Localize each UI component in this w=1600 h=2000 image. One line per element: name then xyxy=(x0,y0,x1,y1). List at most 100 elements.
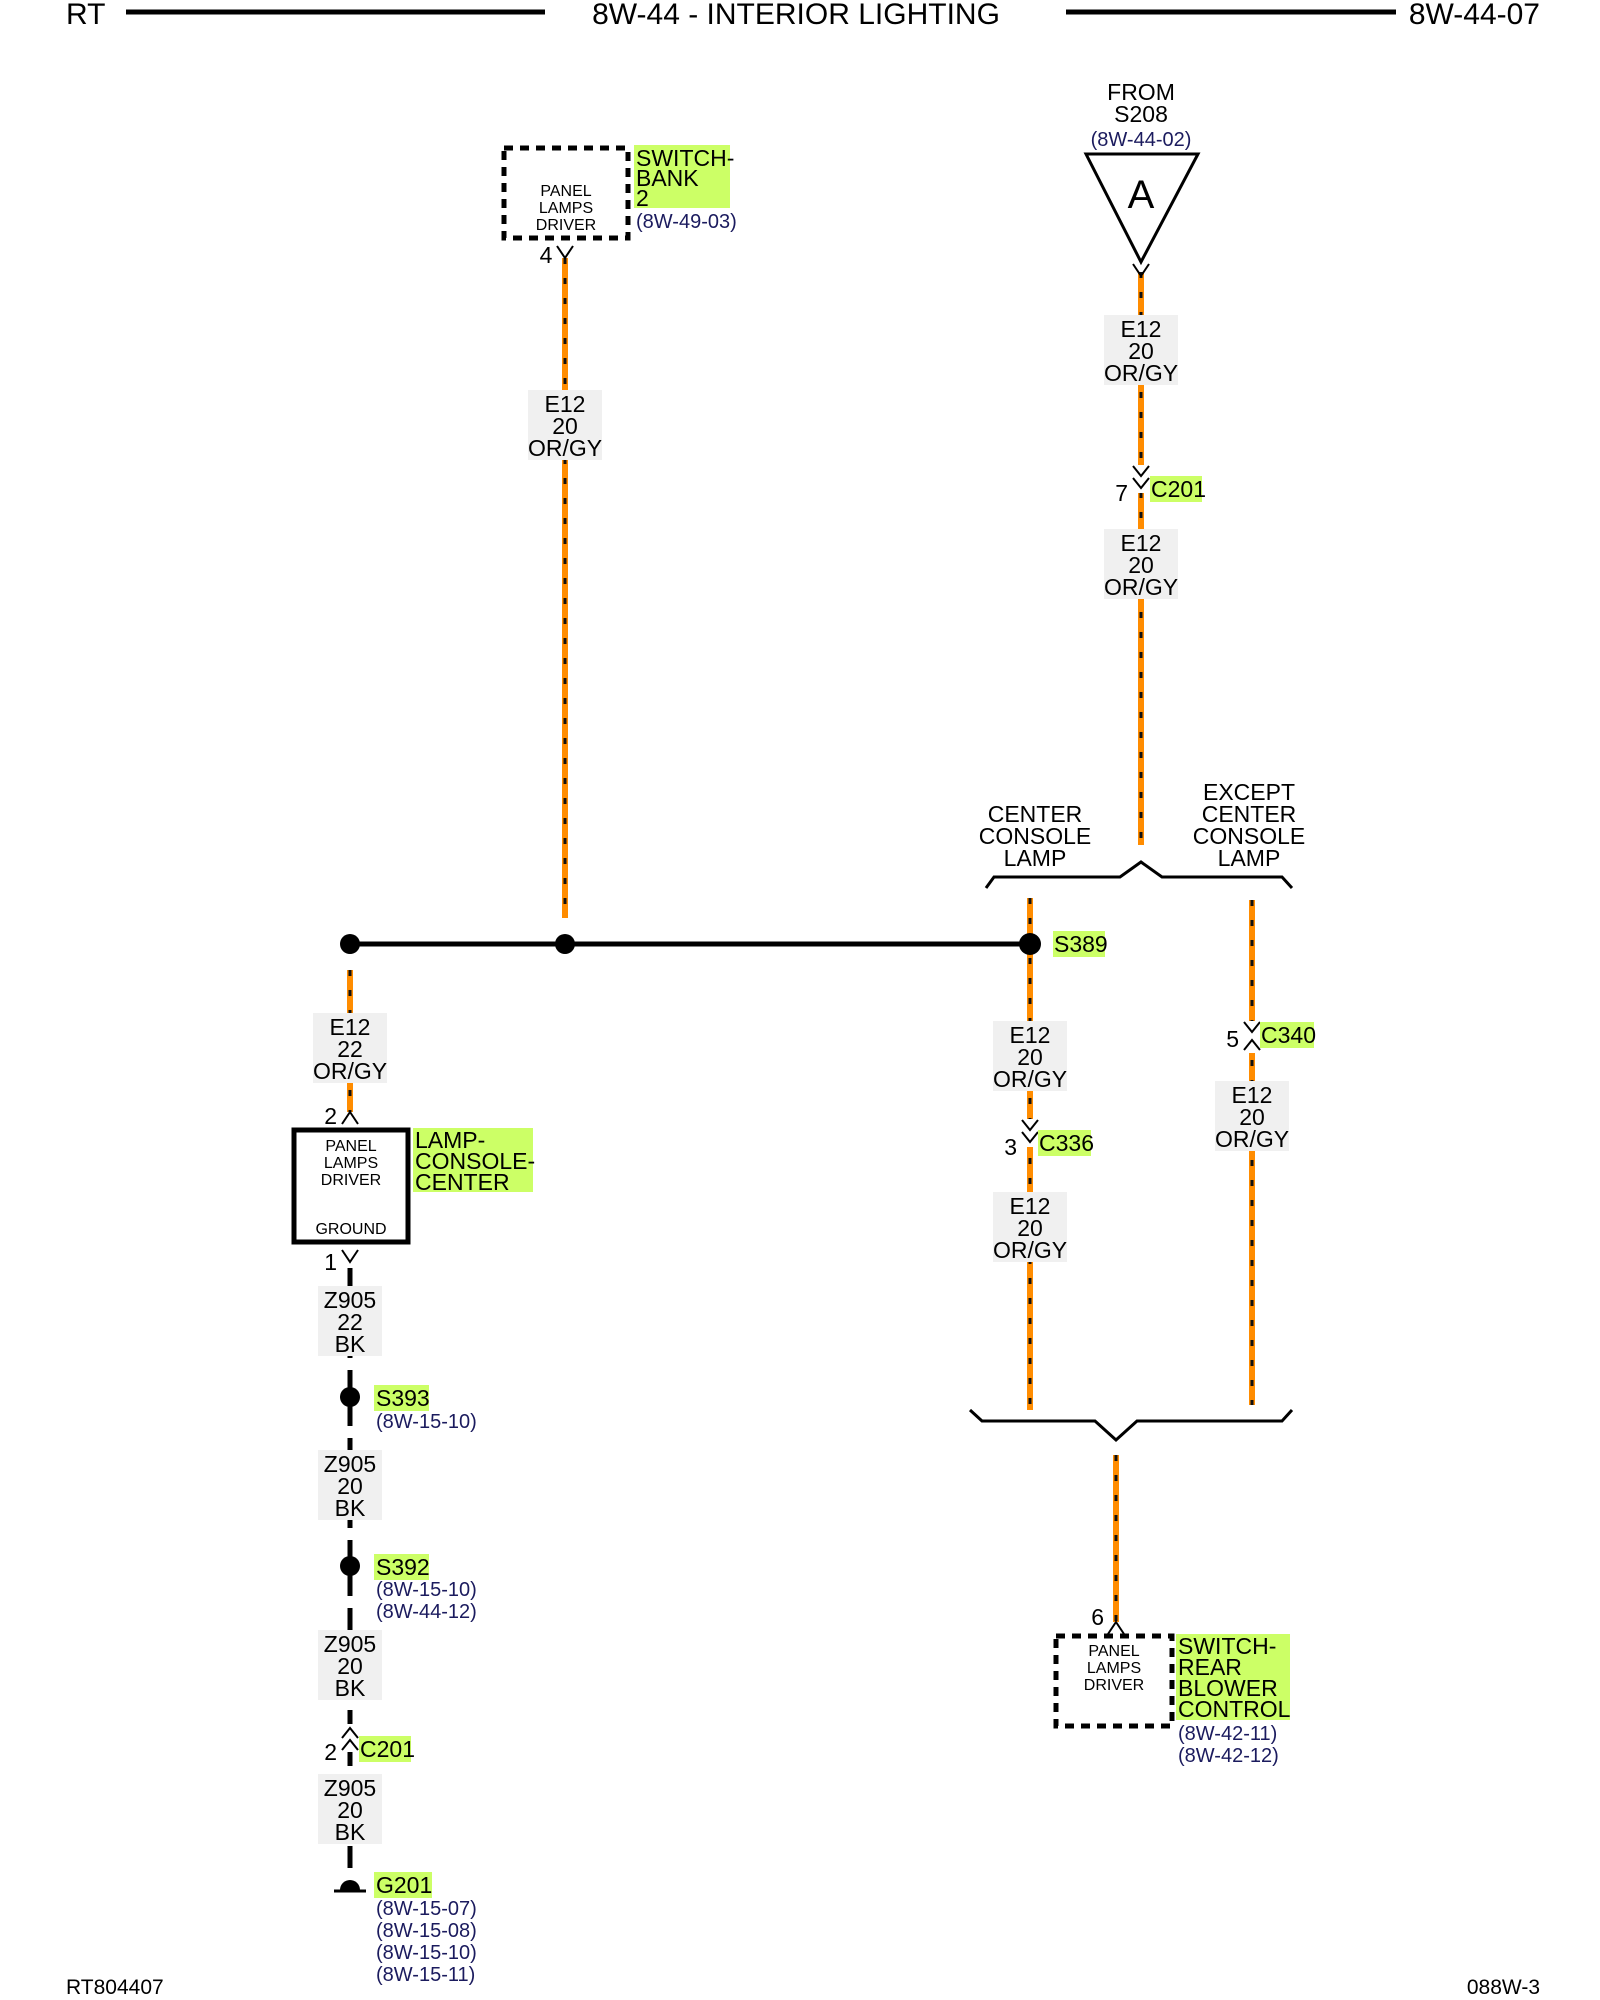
ground-symbol xyxy=(340,1880,360,1890)
switch-rear-line1: PANEL xyxy=(1088,1643,1139,1660)
w3-circuit: E12 xyxy=(1121,530,1162,556)
option-except-line3: CONSOLE xyxy=(1193,823,1305,849)
g1-gauge: 22 xyxy=(337,1309,363,1335)
option-center-line3: LAMP xyxy=(1004,845,1067,871)
w1-gauge: 20 xyxy=(552,413,578,439)
w7-circuit: E12 xyxy=(1232,1082,1273,1108)
switch-rear-line2: LAMPS xyxy=(1087,1660,1141,1677)
s392-name: S392 xyxy=(376,1554,430,1580)
switch-bank-box xyxy=(501,145,631,241)
s392-ref2: (8W-44-12) xyxy=(376,1601,477,1623)
splice-s392: S392 (8W-15-10) (8W-44-12) xyxy=(340,1554,477,1623)
g3-color: BK xyxy=(335,1675,366,1701)
wire-label-g1: Z905 22 BK xyxy=(318,1286,382,1357)
g4-circuit: Z905 xyxy=(324,1775,376,1801)
switch-rear-name1: SWITCH- xyxy=(1178,1633,1276,1659)
w6-gauge: 20 xyxy=(1017,1215,1043,1241)
w4-gauge: 22 xyxy=(337,1036,363,1062)
switch-bank-name2: BANK xyxy=(636,165,699,191)
w2-gauge: 20 xyxy=(1128,338,1154,364)
switch-rear-pin-symbol xyxy=(1107,1620,1125,1635)
c336-pin: 3 xyxy=(1004,1134,1017,1160)
w6-circuit: E12 xyxy=(1010,1193,1051,1219)
wire-label-g3: Z905 20 BK xyxy=(318,1630,382,1701)
g201-name: G201 xyxy=(376,1872,432,1898)
connector-a-letter: A xyxy=(1128,173,1155,217)
option-brace-bottom xyxy=(968,1408,1294,1443)
c201-bottom-pin: 2 xyxy=(324,1739,337,1765)
from-label: FROM xyxy=(1107,79,1175,105)
wire-label-w5: E12 20 OR/GY xyxy=(993,1021,1067,1092)
w2-circuit: E12 xyxy=(1121,316,1162,342)
switch-rear-ref2: (8W-42-12) xyxy=(1178,1745,1279,1767)
option-brace-top xyxy=(984,860,1294,890)
g201-ref4: (8W-15-11) xyxy=(376,1964,475,1986)
s389-name: S389 xyxy=(1054,931,1108,957)
w3-color: OR/GY xyxy=(1104,574,1178,600)
switch-rear-ref1: (8W-42-11) xyxy=(1178,1723,1277,1745)
wire-label-w3: E12 20 OR/GY xyxy=(1104,529,1178,600)
g4-color: BK xyxy=(335,1819,366,1845)
switch-bank-line3: DRIVER xyxy=(536,217,596,234)
switch-bank-name3: 2 xyxy=(636,185,649,211)
page-title: 8W-44 - INTERIOR LIGHTING xyxy=(592,0,1000,31)
lamp-console-highlight xyxy=(413,1128,533,1192)
switch-rear-name2: REAR xyxy=(1178,1654,1242,1680)
lamp-console-line3: DRIVER xyxy=(321,1172,381,1189)
switch-bank-line2: LAMPS xyxy=(539,200,593,217)
wire-label-w1: E12 20 OR/GY xyxy=(528,390,602,461)
g2-color: BK xyxy=(335,1495,366,1521)
option-center-line1: CENTER xyxy=(988,801,1083,827)
w6-color: OR/GY xyxy=(993,1237,1067,1263)
switch-bank-line1: PANEL xyxy=(540,183,591,200)
c336-name: C336 xyxy=(1039,1130,1094,1156)
bus-splice-mid xyxy=(555,934,575,954)
w3-gauge: 20 xyxy=(1128,552,1154,578)
w4-circuit: E12 xyxy=(330,1014,371,1040)
c201-bottom-name: C201 xyxy=(360,1736,415,1762)
splice-s389: S389 xyxy=(1053,931,1108,957)
w5-circuit: E12 xyxy=(1010,1022,1051,1048)
s393-name: S393 xyxy=(376,1385,430,1411)
switch-bank-pin: 4 xyxy=(540,242,553,268)
lamp-console-line1: PANEL xyxy=(325,1138,376,1155)
g2-gauge: 20 xyxy=(337,1473,363,1499)
g1-circuit: Z905 xyxy=(324,1287,376,1313)
w2-color: OR/GY xyxy=(1104,360,1178,386)
from-s208: FROM S208 (8W-44-02) A xyxy=(1083,79,1201,278)
s392-ref1: (8W-15-10) xyxy=(376,1579,477,1601)
connector-c201-top: 7 C201 xyxy=(1115,465,1206,506)
option-except-line1: EXCEPT xyxy=(1203,779,1295,805)
switch-rear-pin: 6 xyxy=(1091,1604,1104,1630)
switch-bank-component: PANEL LAMPS DRIVER SWITCH- BANK 2 (8W-49… xyxy=(501,145,737,268)
lamp-console-name1: LAMP- xyxy=(415,1127,485,1153)
wire-segments xyxy=(347,258,1255,1622)
lamp-console-pin-bottom: 1 xyxy=(324,1249,337,1275)
wire-label-w7: E12 20 OR/GY xyxy=(1215,1081,1289,1152)
lamp-console-box xyxy=(291,1127,411,1245)
g3-circuit: Z905 xyxy=(324,1631,376,1657)
footer-left: RT804407 xyxy=(66,1976,164,1999)
w4-color: OR/GY xyxy=(313,1058,387,1084)
footer-right: 088W-3 xyxy=(1467,1976,1540,1999)
g201-ref3: (8W-15-10) xyxy=(376,1942,477,1964)
from-splice-label: S208 xyxy=(1114,101,1168,127)
w7-color: OR/GY xyxy=(1215,1126,1289,1152)
splice-s389-dot xyxy=(1019,933,1041,955)
option-except-line4: LAMP xyxy=(1218,845,1281,871)
switch-rear-name3: BLOWER xyxy=(1178,1675,1278,1701)
connector-a-pin xyxy=(1132,263,1150,278)
switch-bank-name1: SWITCH- xyxy=(636,145,734,171)
w1-color: OR/GY xyxy=(528,435,602,461)
connector-c340: 5 C340 xyxy=(1226,1021,1316,1053)
option-labels: CENTER CONSOLE LAMP EXCEPT CENTER CONSOL… xyxy=(968,779,1305,1443)
switch-rear-box xyxy=(1053,1633,1175,1729)
from-ref: (8W-44-02) xyxy=(1091,129,1192,151)
lamp-console-component: 2 PANEL LAMPS DRIVER GROUND LAMP- CONSOL… xyxy=(291,1103,535,1275)
header-right: 8W-44-07 xyxy=(1409,0,1540,31)
connector-c336: 3 C336 xyxy=(1004,1119,1094,1160)
switch-rear-line3: DRIVER xyxy=(1084,1677,1144,1694)
s393-ref: (8W-15-10) xyxy=(376,1411,477,1433)
header-left: RT xyxy=(66,0,105,31)
